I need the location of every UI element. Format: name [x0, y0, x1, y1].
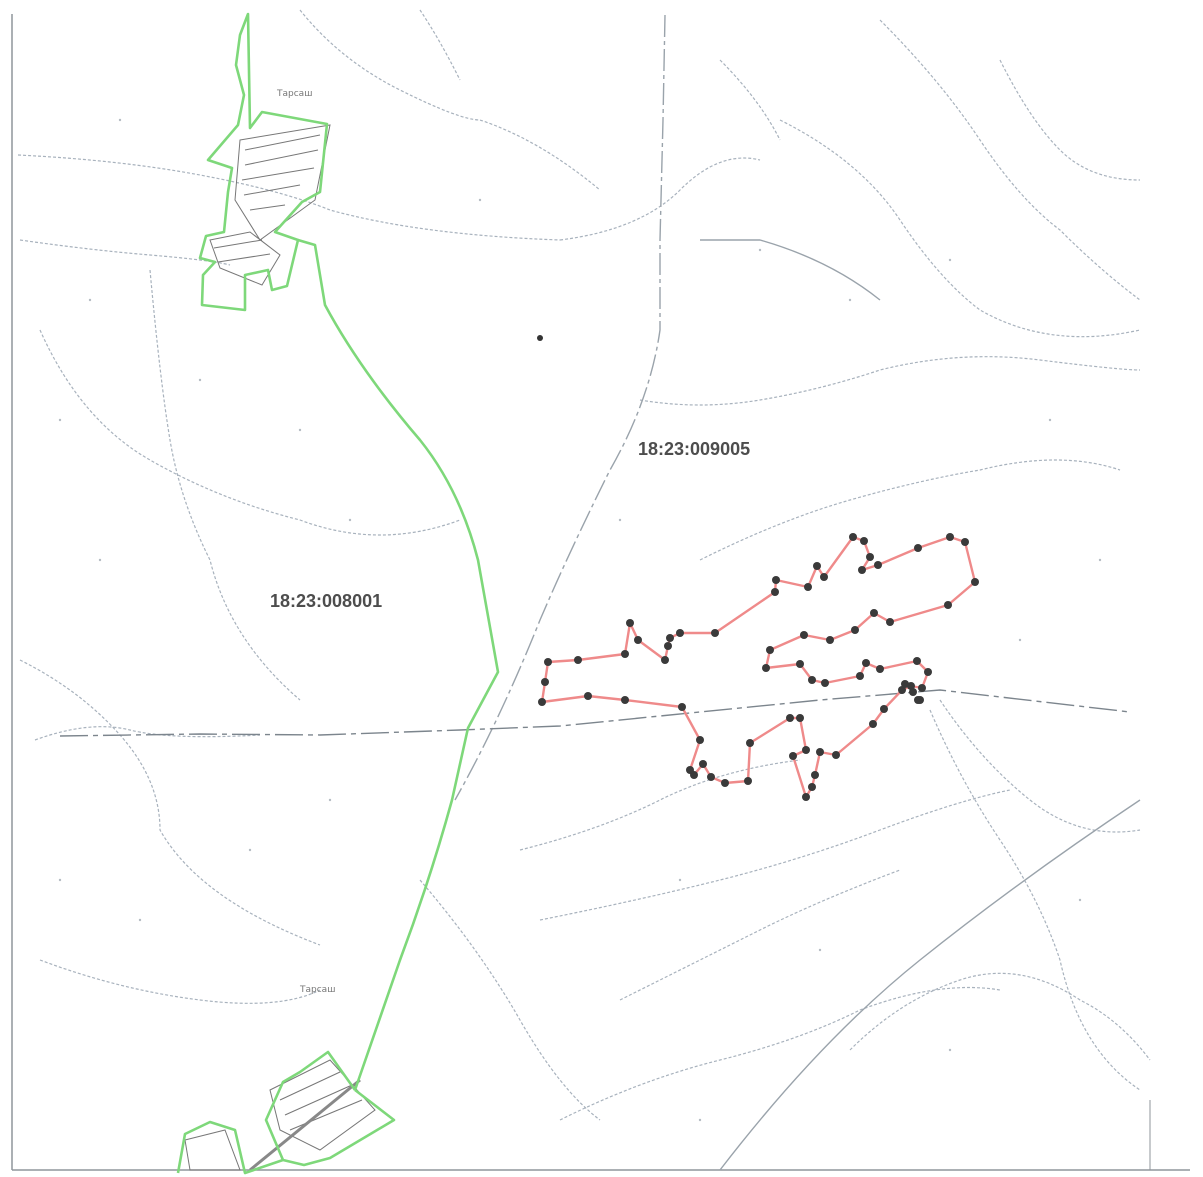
- plot-vertex: [811, 771, 819, 779]
- plot-vertex: [913, 657, 921, 665]
- plot-vertex: [856, 672, 864, 680]
- plot-vertex: [820, 573, 828, 581]
- settlement-boundary-south: [176, 1050, 396, 1175]
- plot-vertex: [971, 578, 979, 586]
- plot-vertex: [707, 773, 715, 781]
- land-plot-vertices: [538, 533, 979, 801]
- plot-vertex: [711, 629, 719, 637]
- plot-vertex: [744, 777, 752, 785]
- plot-vertex: [800, 631, 808, 639]
- plot-vertex: [786, 714, 794, 722]
- plot-vertex: [816, 748, 824, 756]
- plot-vertex: [771, 588, 779, 596]
- plot-vertex: [880, 705, 888, 713]
- plot-vertex: [862, 659, 870, 667]
- plot-vertex: [874, 561, 882, 569]
- plot-vertex: [626, 619, 634, 627]
- plot-vertex: [666, 634, 674, 642]
- plot-vertex: [696, 736, 704, 744]
- settlement-boundary: [176, 12, 500, 1175]
- plot-vertex: [746, 739, 754, 747]
- plot-vertex: [869, 720, 877, 728]
- plot-vertex: [849, 533, 857, 541]
- settlement-boundary-line: [297, 238, 500, 1091]
- plot-vertex: [762, 664, 770, 672]
- plot-vertex: [860, 537, 868, 545]
- plot-vertex: [544, 658, 552, 666]
- plot-vertex: [876, 665, 884, 673]
- plot-vertex: [961, 538, 969, 546]
- plot-vertex: [832, 751, 840, 759]
- settlement-hatching: [184, 124, 376, 1172]
- plot-vertex: [886, 618, 894, 626]
- plot-vertex: [772, 576, 780, 584]
- plot-vertex: [664, 642, 672, 650]
- plot-vertex: [538, 698, 546, 706]
- plot-vertex: [721, 779, 729, 787]
- plot-vertex: [678, 703, 686, 711]
- plot-vertex: [686, 766, 694, 774]
- village-label-south: Тарсаш: [299, 985, 335, 995]
- plot-vertex: [796, 714, 804, 722]
- topographic-lines: [17, 9, 1151, 1121]
- plot-vertex: [901, 680, 909, 688]
- land-plot-outer-boundary: [540, 535, 977, 799]
- plot-vertex: [851, 626, 859, 634]
- plot-vertex: [914, 544, 922, 552]
- plot-vertex: [918, 684, 926, 692]
- plot-vertex: [541, 678, 549, 686]
- plot-vertex: [802, 793, 810, 801]
- village-label-north: Тарсаш: [276, 89, 312, 99]
- plot-vertex: [924, 668, 932, 676]
- plot-vertex: [621, 696, 629, 704]
- map-texture: [58, 118, 1102, 1122]
- plot-vertex: [789, 752, 797, 760]
- plot-vertex: [574, 656, 582, 664]
- plot-vertex: [813, 562, 821, 570]
- settlement-boundary-north: [198, 12, 329, 312]
- plot-vertex: [821, 679, 829, 687]
- plot-vertex: [621, 650, 629, 658]
- cadastral-label-west: 18:23:008001: [270, 591, 382, 611]
- plot-vertex: [804, 583, 812, 591]
- plot-vertex: [870, 609, 878, 617]
- plot-vertex: [914, 696, 922, 704]
- plot-vertex: [858, 566, 866, 574]
- plot-vertex: [808, 783, 816, 791]
- plot-vertex: [944, 601, 952, 609]
- plot-vertex: [909, 688, 917, 696]
- plot-vertex: [699, 760, 707, 768]
- plot-vertex: [661, 656, 669, 664]
- plot-vertex: [946, 533, 954, 541]
- plot-vertex: [808, 676, 816, 684]
- cadastral-label-east: 18:23:009005: [638, 439, 750, 459]
- land-plot: [538, 533, 979, 801]
- plot-vertex: [898, 686, 906, 694]
- plot-vertex: [796, 660, 804, 668]
- plot-vertex: [826, 636, 834, 644]
- plot-vertex: [866, 553, 874, 561]
- plot-vertex: [634, 636, 642, 644]
- plot-vertex: [676, 629, 684, 637]
- plot-vertex: [766, 646, 774, 654]
- plot-vertex: [584, 692, 592, 700]
- plot-vertex: [802, 746, 810, 754]
